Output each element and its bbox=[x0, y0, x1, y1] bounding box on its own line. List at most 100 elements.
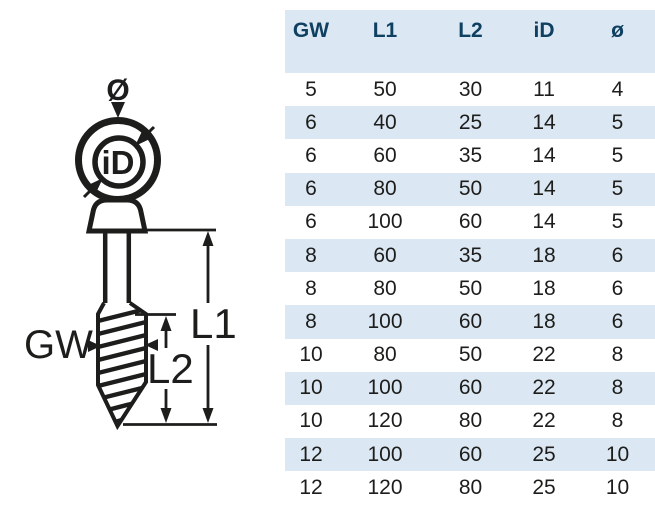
table-cell: 4 bbox=[611, 77, 624, 101]
table-cell: 10 bbox=[299, 343, 323, 367]
table-cell: 50 bbox=[458, 177, 483, 201]
thread-size-arrows-icon bbox=[88, 339, 158, 352]
stock-diameter-arrow-icon bbox=[111, 102, 125, 118]
table-cell: 30 bbox=[458, 77, 483, 101]
table-cell: 50 bbox=[458, 276, 483, 300]
table-cell: 8 bbox=[611, 343, 624, 367]
table-row: 6 100 60 14 5 bbox=[285, 206, 655, 239]
table-cell: 8 bbox=[305, 309, 317, 333]
table-cell: 60 bbox=[373, 143, 397, 167]
column-header-id: iD bbox=[533, 19, 555, 42]
l2-dimension bbox=[135, 313, 176, 423]
table-cell: 80 bbox=[458, 475, 483, 499]
table-row: 8 80 50 18 6 bbox=[285, 272, 655, 305]
table-cell: 60 bbox=[458, 442, 483, 466]
table-cell: 6 bbox=[611, 243, 624, 267]
table-cell: 8 bbox=[305, 243, 317, 267]
table-cell: 5 bbox=[611, 177, 624, 201]
l1-dimension bbox=[141, 228, 216, 423]
thread-size-label: GW bbox=[24, 323, 93, 367]
table-cell: 6 bbox=[611, 309, 624, 333]
table-cell: 80 bbox=[458, 409, 483, 433]
eye-inner-circle bbox=[92, 135, 146, 189]
table-cell: 10 bbox=[605, 442, 630, 466]
column-header-l2: L2 bbox=[458, 19, 483, 42]
table-cell: 22 bbox=[532, 376, 556, 400]
table-row: 10 100 60 22 8 bbox=[285, 371, 655, 405]
total-length-label: L1 bbox=[190, 300, 237, 347]
table-cell: 18 bbox=[532, 309, 556, 333]
table-row: 6 60 35 14 5 bbox=[285, 139, 655, 172]
thread-length-label: L2 bbox=[147, 345, 194, 392]
table-cell: 10 bbox=[605, 475, 630, 499]
table-row: 6 40 25 14 5 bbox=[285, 106, 655, 140]
table-cell: 120 bbox=[367, 409, 403, 433]
table-cell: 22 bbox=[532, 409, 556, 433]
table-cell: 14 bbox=[532, 210, 556, 234]
table-cell: 6 bbox=[305, 210, 317, 234]
table-cell: 18 bbox=[532, 243, 556, 267]
table-cell: 60 bbox=[373, 243, 397, 267]
table-cell: 5 bbox=[611, 143, 624, 167]
table-cell: 14 bbox=[532, 177, 556, 201]
table-cell: 40 bbox=[373, 110, 397, 134]
thread bbox=[96, 301, 148, 431]
table-cell: 35 bbox=[458, 243, 483, 267]
table-cell: 14 bbox=[532, 110, 556, 134]
table-row: 5 50 30 11 4 bbox=[285, 73, 655, 106]
table-row: 12 100 60 25 10 bbox=[285, 438, 655, 472]
table-cell: 80 bbox=[373, 343, 397, 367]
table-cell: 60 bbox=[458, 376, 483, 400]
eyebolt-technical-drawing: Ø iD bbox=[24, 74, 237, 431]
inner-diameter-arrows-icon bbox=[82, 125, 156, 199]
table-cell: 120 bbox=[367, 475, 403, 499]
table-cell: 80 bbox=[373, 276, 397, 300]
stock-diameter-label: Ø bbox=[106, 74, 129, 107]
shank bbox=[102, 231, 132, 308]
table-cell: 12 bbox=[299, 475, 323, 499]
table-cell: 6 bbox=[305, 143, 317, 167]
table-cell: 25 bbox=[532, 475, 556, 499]
table-cell: 25 bbox=[458, 110, 483, 134]
table-cell: 35 bbox=[458, 143, 483, 167]
table-header-row: GW L1 L2 iD ø bbox=[285, 10, 655, 73]
table-cell: 8 bbox=[611, 409, 624, 433]
table-cell: 100 bbox=[367, 309, 403, 333]
table-cell: 10 bbox=[299, 376, 323, 400]
table-cell: 14 bbox=[532, 143, 556, 167]
collar bbox=[85, 197, 149, 234]
table-cell: 10 bbox=[299, 409, 323, 433]
table-row: 10 120 80 22 8 bbox=[285, 405, 655, 438]
column-header-l1: L1 bbox=[372, 19, 398, 42]
table-cell: 8 bbox=[611, 376, 624, 400]
table-row: 12 120 80 25 10 bbox=[285, 471, 655, 504]
table-cell: 100 bbox=[367, 442, 403, 466]
table-cell: 50 bbox=[458, 343, 483, 367]
table-cell: 5 bbox=[611, 110, 624, 134]
table-cell: 6 bbox=[305, 110, 317, 134]
table-cell: 5 bbox=[305, 77, 317, 101]
table-cell: 11 bbox=[533, 77, 555, 101]
column-header-ø: ø bbox=[611, 19, 624, 42]
table-cell: 5 bbox=[611, 210, 624, 234]
table-cell: 12 bbox=[299, 442, 323, 466]
table-cell: 100 bbox=[367, 210, 403, 234]
table-cell: 25 bbox=[532, 442, 556, 466]
table-cell: 6 bbox=[611, 276, 624, 300]
table-cell: 6 bbox=[305, 177, 317, 201]
table-cell: 22 bbox=[532, 343, 556, 367]
table-cell: 80 bbox=[373, 177, 397, 201]
table-row: 10 80 50 22 8 bbox=[285, 339, 655, 372]
table-cell: 50 bbox=[373, 77, 397, 101]
table-cell: 60 bbox=[458, 210, 483, 234]
table-cell: 18 bbox=[532, 276, 556, 300]
inner-diameter-label: iD bbox=[102, 144, 135, 181]
table-cell: 60 bbox=[458, 309, 483, 333]
table-row: 8 100 60 18 6 bbox=[285, 305, 655, 339]
table-body: 5 50 30 11 4 6 40 25 14 5 6 60 35 14 5 6 80 50 14 5 6 100 60 14… bbox=[285, 73, 655, 504]
table-cell: 8 bbox=[305, 276, 317, 300]
column-header-gw: GW bbox=[292, 19, 330, 42]
table-row: 6 80 50 14 5 bbox=[285, 172, 655, 206]
table-cell: 100 bbox=[367, 376, 403, 400]
